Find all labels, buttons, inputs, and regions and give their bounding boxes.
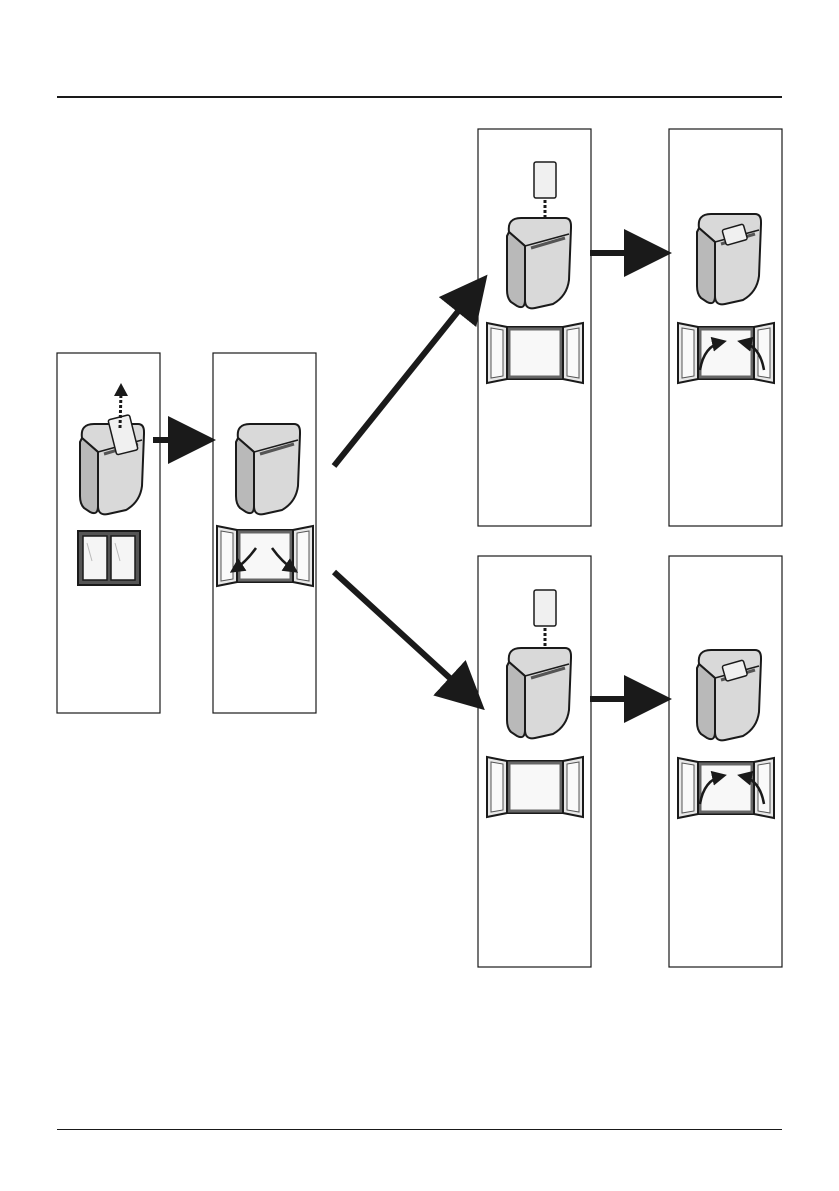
arrow-icon [334, 572, 476, 702]
card-holder-icon [507, 218, 571, 308]
window-open-icon [487, 323, 583, 383]
window-closing-icon [678, 323, 774, 383]
window-open-icon [487, 757, 583, 817]
key-card-icon [534, 590, 556, 626]
arrow-icon [334, 284, 480, 466]
key-card-icon [534, 162, 556, 198]
card-holder-icon [507, 648, 571, 738]
window-opening-icon [217, 526, 313, 586]
window-closed-icon [78, 531, 140, 585]
card-holder-icon [236, 424, 300, 514]
